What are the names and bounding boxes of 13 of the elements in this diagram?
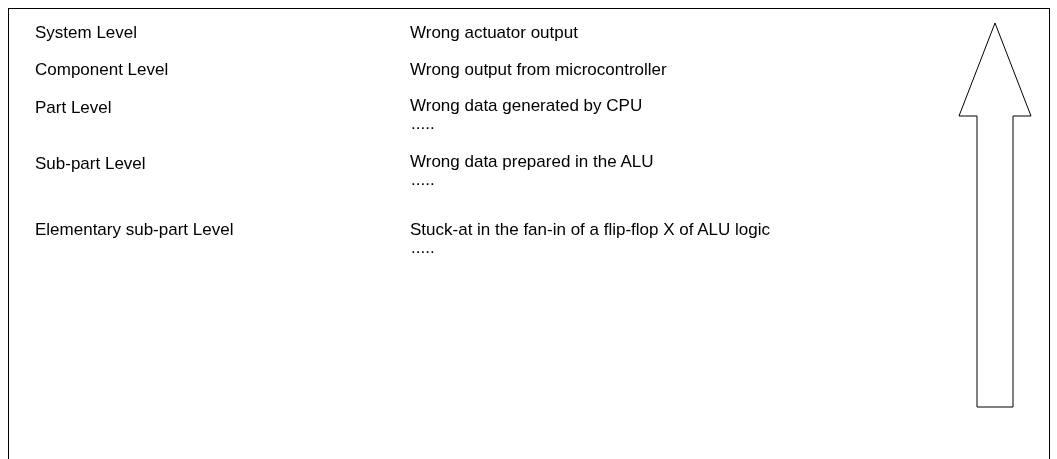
level-name: Elementary sub-part Level — [35, 220, 234, 240]
level-name: Component Level — [35, 60, 169, 80]
failure-description: Wrong actuator output — [410, 23, 578, 43]
level-name: Part Level — [35, 98, 112, 118]
ellipsis-text: ..... — [411, 238, 435, 258]
level-name: Sub-part Level — [35, 154, 146, 174]
failure-description: Stuck-at in the fan-in of a flip-flop X of ALU logic — [410, 220, 771, 240]
ellipsis-text: ..... — [411, 114, 435, 134]
level-name: System Level — [35, 23, 138, 43]
failure-description: Wrong data generated by CPU — [410, 96, 643, 116]
failure-description: Wrong output from microcontroller — [410, 60, 667, 80]
ellipsis-text: ..... — [411, 170, 435, 190]
failure-description: Wrong data prepared in the ALU — [410, 152, 654, 172]
